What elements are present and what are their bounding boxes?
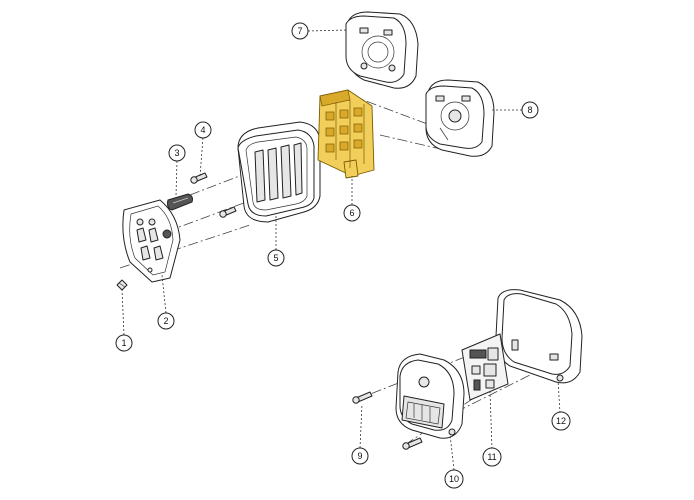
callout-label: 6	[349, 208, 354, 218]
callout-2: 2	[157, 312, 175, 330]
front-cover-plate	[122, 199, 181, 283]
circuit-board-part-11	[461, 333, 509, 401]
screws-part-4	[190, 172, 237, 218]
rear-shell-part-7	[345, 11, 419, 89]
rear-housing-part-12	[495, 289, 583, 384]
callout-label: 11	[487, 452, 496, 462]
housing-part-5	[237, 121, 321, 223]
callout-5: 5	[267, 249, 285, 267]
callout-6: 6	[343, 204, 361, 222]
callout-9: 9	[351, 447, 369, 465]
callout-12: 12	[551, 411, 571, 431]
callout-label: 5	[273, 253, 278, 263]
button-insert-part-3	[167, 193, 193, 211]
callout-7: 7	[291, 22, 309, 40]
callout-4: 4	[194, 121, 212, 139]
callout-10: 10	[444, 469, 464, 489]
callout-label: 4	[200, 125, 205, 135]
contact-carrier-part-6	[317, 89, 375, 179]
callout-label: 3	[174, 148, 179, 158]
callout-1: 1	[115, 334, 133, 352]
callout-label: 1	[121, 338, 126, 348]
callout-label: 7	[297, 26, 302, 36]
callout-label: 8	[527, 105, 532, 115]
callout-label: 10	[449, 474, 459, 484]
callout-3: 3	[168, 144, 186, 162]
leader-lines	[121, 29, 561, 471]
callout-label: 2	[163, 316, 168, 326]
screw-part-1	[116, 279, 128, 291]
callout-11: 11	[482, 447, 502, 467]
screws-part-9	[352, 391, 423, 450]
front-module-part-10	[395, 353, 465, 439]
callout-label: 9	[357, 451, 362, 461]
callout-8: 8	[521, 101, 539, 119]
rear-cap-part-8	[425, 79, 495, 157]
callout-label: 12	[556, 416, 566, 426]
